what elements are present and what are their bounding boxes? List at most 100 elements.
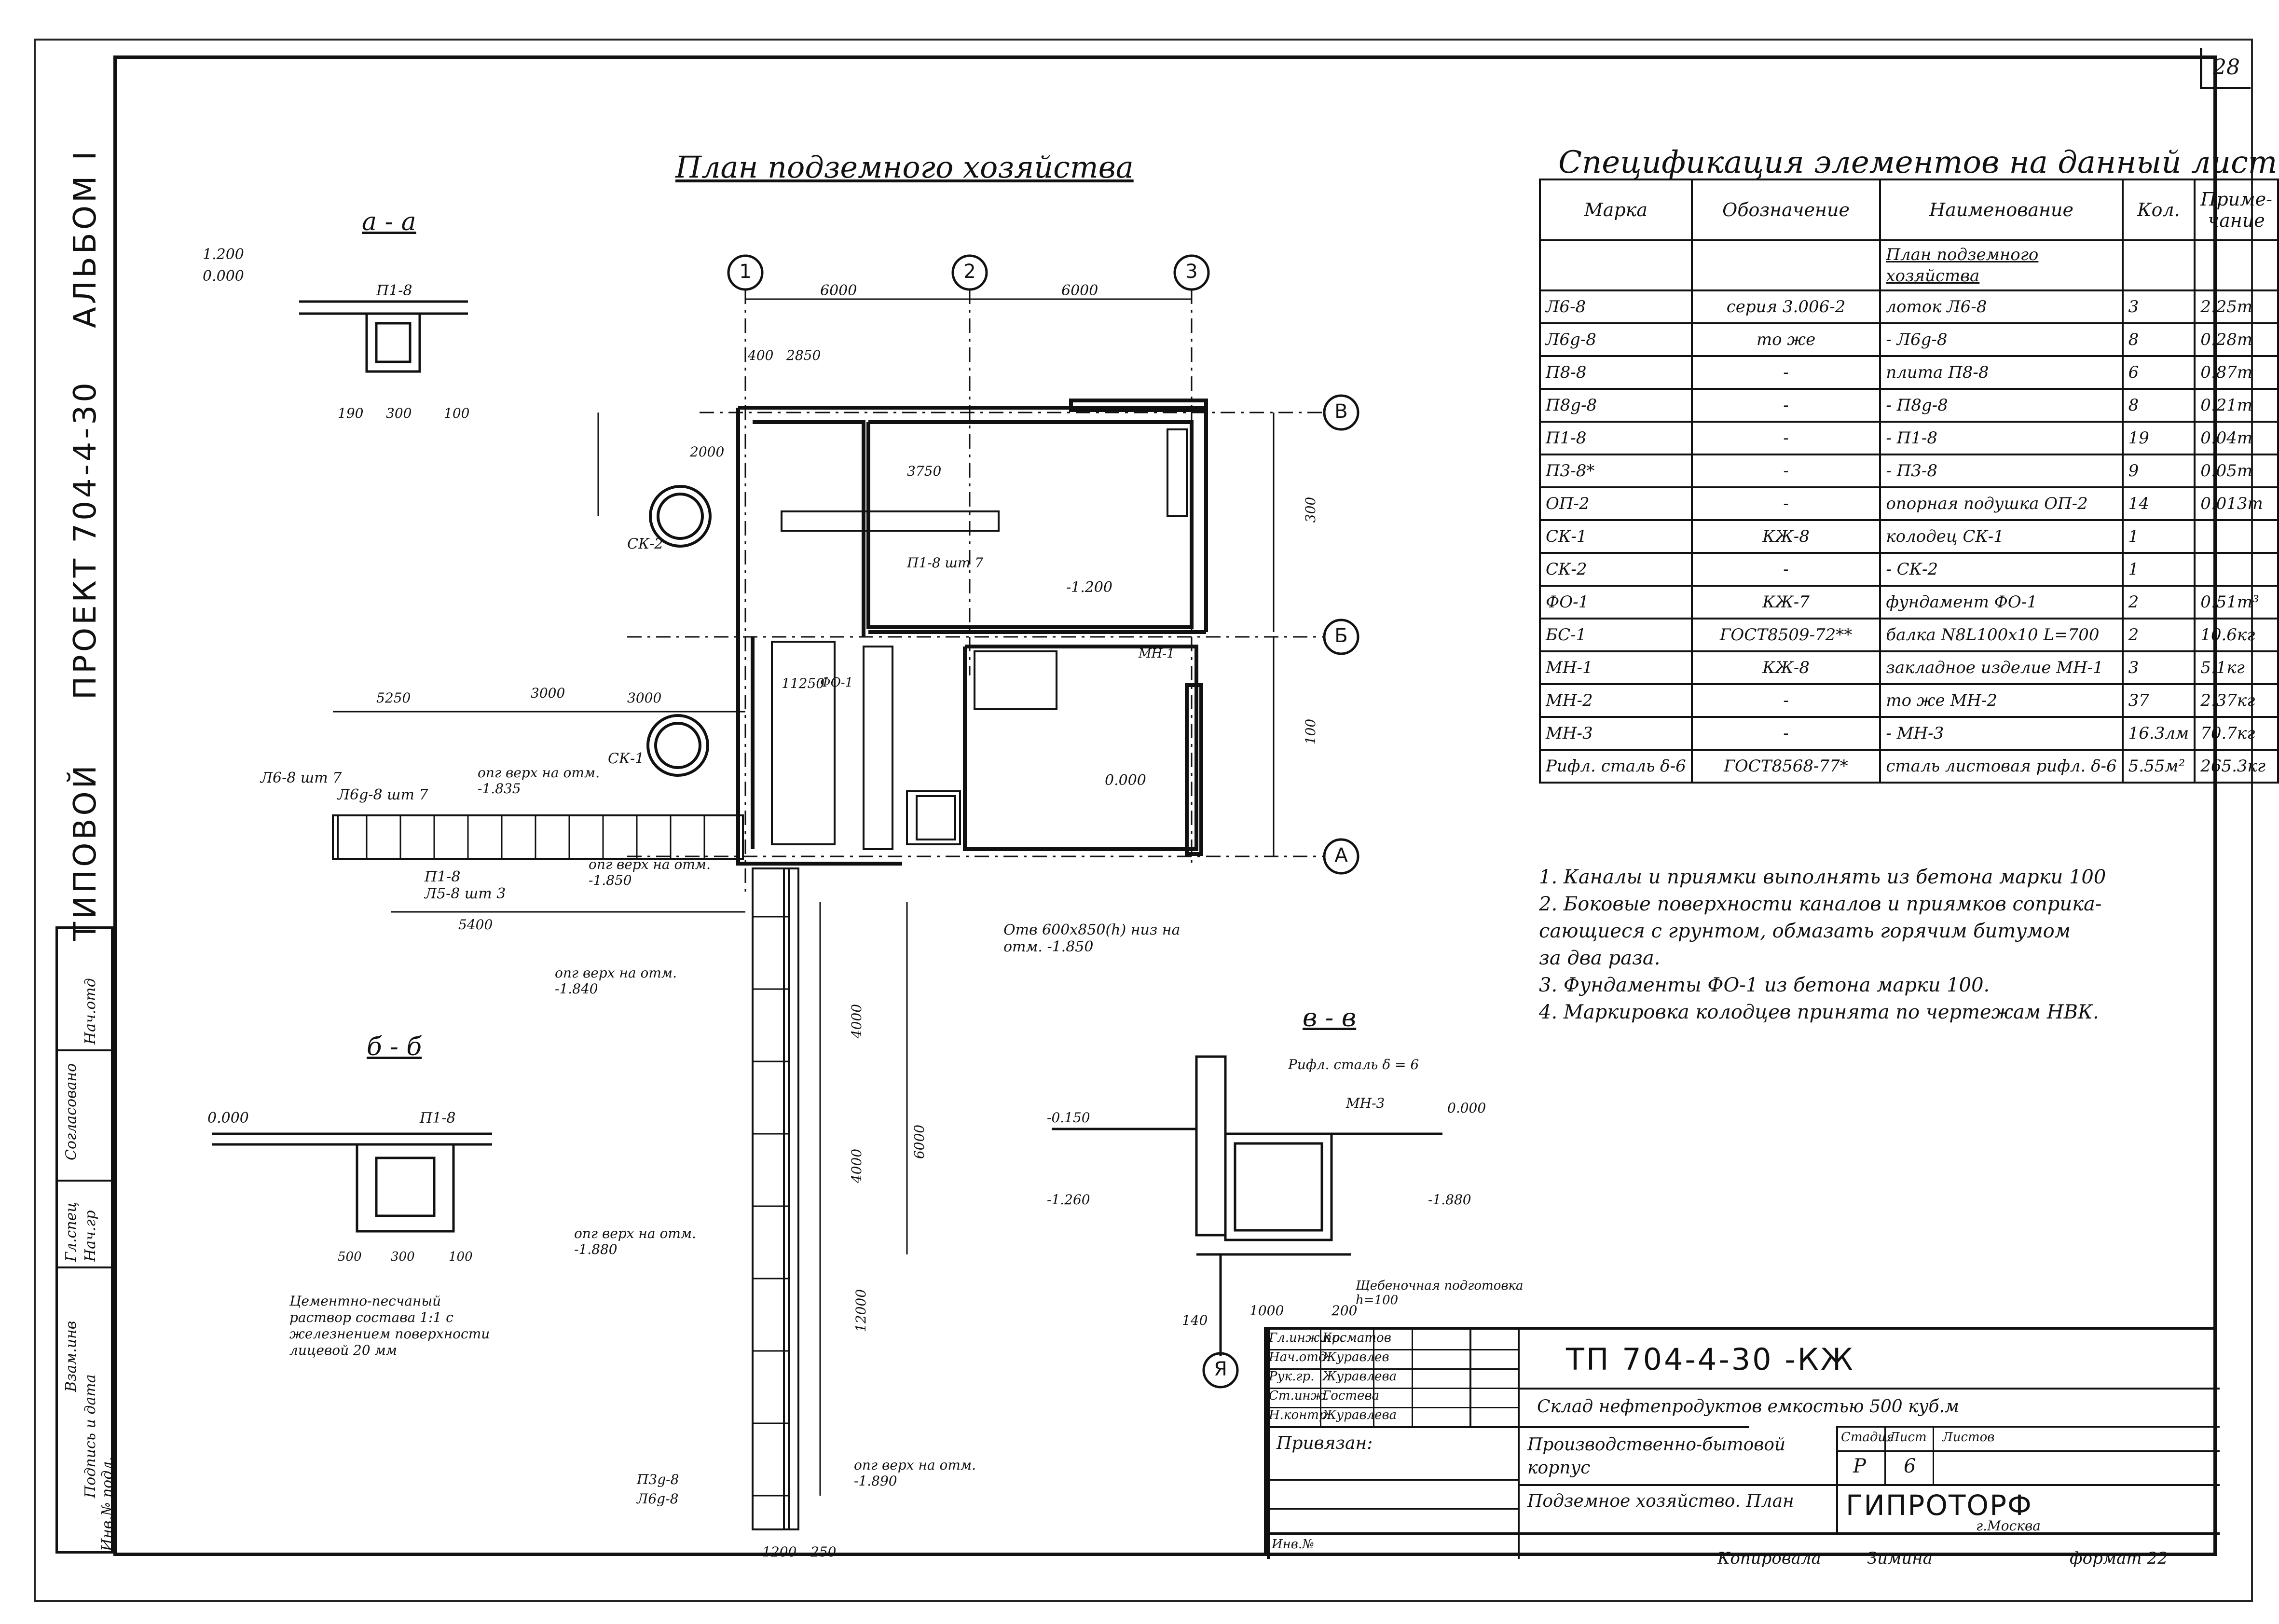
spec-cell: СК-1 xyxy=(1539,519,1693,554)
spec-cell: 70.7кг xyxy=(2194,716,2279,751)
spec-cell: 10.6кг xyxy=(2194,618,2279,652)
plan-dim-5250: 5250 xyxy=(376,690,411,706)
spec-header-row: Марка Обозначение Наименование Кол. Прим… xyxy=(1539,179,2279,241)
plan-dim-5: 2000 xyxy=(690,444,725,460)
spec-header-qty: Кол. xyxy=(2121,179,2196,241)
plan-dim-500a: 1200 xyxy=(762,1544,797,1560)
axis-v: В xyxy=(1334,400,1348,423)
axis-ya: Я xyxy=(1214,1358,1227,1380)
spec-cell: 8 xyxy=(2121,322,2196,357)
plan-level-1: -1.200 xyxy=(1066,579,1113,596)
spec-cell: МН-1 xyxy=(1539,650,1693,685)
label-opg-2: опг верх на отм. -1.850 xyxy=(589,856,711,888)
plan-dim-6000-b: 100 xyxy=(1303,718,1319,745)
spec-cell: Л6g-8 xyxy=(1539,322,1693,357)
note-5: 3. Фундаменты ФО-1 из бетона марки 100. xyxy=(1539,974,1990,996)
spec-cell: 19 xyxy=(2121,421,2196,455)
spec-cell: ОП-2 xyxy=(1539,486,1693,521)
spec-header-note: Приме-чание xyxy=(2194,179,2279,241)
spec-cell: - xyxy=(1690,683,1881,718)
spec-cell: МН-2 xyxy=(1539,683,1693,718)
spec-cell: 0.013m xyxy=(2194,486,2279,521)
section-aa-title: a - a xyxy=(362,207,416,236)
spec-cell: П1-8 xyxy=(1539,421,1693,455)
label-opg-3: опг верх на отм. -1.840 xyxy=(555,965,677,997)
spec-cell: СК-2 xyxy=(1539,552,1693,587)
plan-dim-span-1: 6000 xyxy=(820,282,857,299)
spec-header-designation: Обозначение xyxy=(1690,179,1881,241)
spec-cell xyxy=(2194,552,2279,587)
label-p1-8: П1-8 xyxy=(425,868,461,885)
spec-cell: Рифл. сталь δ-6 xyxy=(1539,749,1693,784)
tb-person-4: Гостева xyxy=(1322,1389,1380,1403)
tb-person-1: Косматов xyxy=(1322,1331,1391,1345)
tb-sheets-header: Листов xyxy=(1942,1430,1995,1445)
spec-cell: КЖ-7 xyxy=(1690,585,1881,619)
axis-lines xyxy=(627,289,1324,893)
plan-title: План подземного хозяйства xyxy=(675,150,1134,185)
spec-group-row: План подземного хозяйства xyxy=(1539,239,2279,291)
tb-sheet: 6 xyxy=(1904,1455,1916,1477)
plan-dim-6000-a: 300 xyxy=(1303,496,1319,523)
section-bb-dim-3: 100 xyxy=(449,1250,473,1264)
section-vv-level-0: 0.000 xyxy=(1447,1100,1486,1116)
axis-3: 3 xyxy=(1185,261,1198,283)
spec-cell: - xyxy=(1690,388,1881,423)
tb-sheet-header: Лист xyxy=(1889,1430,1927,1445)
spec-title: Спецификация элементов на данный лист xyxy=(1558,145,2278,180)
title-block: Гл.инж.пр. Косматов Нач.отд. Журавлев Ру… xyxy=(1264,1327,2220,1559)
label-opening: Отв 600х850(h) низ на отм. -1.850 xyxy=(1003,922,1181,955)
plan-dim-3000: 3000 xyxy=(627,690,662,706)
spec-cell: 9 xyxy=(2121,454,2196,488)
spec-cell: - xyxy=(1690,486,1881,521)
plan-dim-4000b: 12000 xyxy=(853,1289,869,1333)
plan-dim-3000c: 4000 xyxy=(849,1004,865,1039)
section-bb-note: Цементно-песчаный раствор состава 1:1 с … xyxy=(289,1293,490,1358)
plan-dim-span-2: 6000 xyxy=(1061,282,1098,299)
spec-cell: фундамент ФО-1 xyxy=(1879,585,2124,619)
tb-role-3: Рук.гр. xyxy=(1269,1369,1315,1384)
spec-cell: 37 xyxy=(2121,683,2196,718)
tb-role-4: Ст.инж. xyxy=(1269,1389,1329,1403)
label-sk1: СК-1 xyxy=(608,750,645,767)
label-p1-8-7: П1-8 шт 7 xyxy=(907,555,984,571)
spec-cell: - МН-3 xyxy=(1879,716,2124,751)
label-fo1: ФО-1 xyxy=(820,675,853,690)
spec-cell: - xyxy=(1690,355,1881,390)
spec-cell: 1 xyxy=(2121,552,2196,587)
plan-dim-4000a: 4000 xyxy=(849,1148,865,1184)
section-vv-drawing xyxy=(1052,1055,1442,1356)
spec-cell: балка N8L100x10 L=700 xyxy=(1879,618,2124,652)
spec-cell: 265.3кг xyxy=(2194,749,2279,784)
spec-cell: 0.05m xyxy=(2194,454,2279,488)
spec-cell: лоток Л6-8 xyxy=(1879,289,2124,324)
section-aa-drawing xyxy=(299,300,468,373)
axis-markers xyxy=(727,254,1359,1389)
label-l6g-8-b: Л6g-8 xyxy=(637,1491,679,1507)
plan-dim-4: 2850 xyxy=(786,347,821,363)
section-bb-drawing xyxy=(212,1132,492,1233)
section-aa-dim-2: 300 xyxy=(386,405,412,421)
spec-cell: - xyxy=(1690,716,1881,751)
spec-group: План подземного хозяйства xyxy=(1879,239,2124,291)
plan-dim-5400: 5400 xyxy=(458,917,493,933)
label-opg-1: опг верх на отм. -1.835 xyxy=(478,765,600,797)
format-label: формат 22 xyxy=(2070,1549,2168,1568)
spec-cell: 5.1кг xyxy=(2194,650,2279,685)
note-1: 1. Каналы и приямки выполнять из бетона … xyxy=(1539,866,2106,888)
plan-dim-12000: 6000 xyxy=(911,1124,928,1159)
sheet-frame xyxy=(113,55,2217,1556)
spec-cell: ГОСТ8509-72** xyxy=(1690,618,1881,652)
tb-city: г.Москва xyxy=(1976,1518,2041,1534)
spec-cell: КЖ-8 xyxy=(1690,519,1881,554)
section-vv-title: в - в xyxy=(1303,1004,1357,1032)
section-vv-level-3: -1.880 xyxy=(1428,1192,1471,1208)
